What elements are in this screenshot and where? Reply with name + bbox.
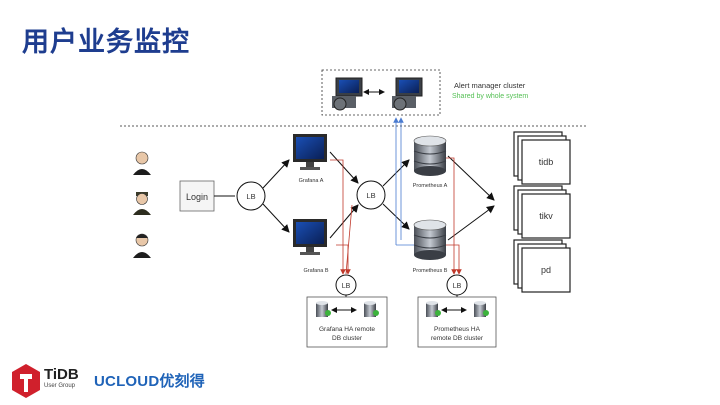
lb-label: LB <box>366 191 375 200</box>
db-server-icon <box>474 301 489 317</box>
prometheus-b-label: Prometheus B <box>413 268 448 274</box>
arrow <box>262 203 290 233</box>
tikv-node-stack <box>513 185 571 239</box>
user-icon <box>133 192 151 215</box>
alert-manager-server-icon <box>392 77 423 111</box>
storage-arrow <box>336 244 351 275</box>
tidb-node-stack <box>513 131 571 185</box>
alert-manager-title: Alert manager cluster <box>454 81 526 90</box>
db-server-icon <box>426 301 441 317</box>
grafana-db-label-line1: Grafana HA remote <box>319 326 375 333</box>
prometheus-remote-db-cluster <box>417 296 497 348</box>
tidb-user-group-logo: TiDB User Group <box>44 366 79 390</box>
alert-manager-server-icon <box>332 77 363 111</box>
alert-manager-cluster <box>321 69 441 116</box>
storage-arrow <box>330 159 346 275</box>
prometheus-b-database-icon <box>413 219 447 260</box>
prometheus-a-label: Prometheus A <box>413 183 448 189</box>
pd-label: pd <box>541 265 551 275</box>
pd-node-stack <box>513 239 571 293</box>
tikv-label: tikv <box>539 211 553 221</box>
user-icon <box>133 151 151 175</box>
lb-label: LB <box>246 192 255 201</box>
arrow <box>447 205 495 241</box>
storage-arrow <box>446 157 457 275</box>
arrow <box>329 204 359 239</box>
tidb-label: tidb <box>539 157 554 167</box>
alert-manager-subtitle: Shared by whole system <box>452 93 528 100</box>
storage-arrow <box>446 244 462 275</box>
lb-label: LB <box>453 283 462 290</box>
user-icon <box>133 233 151 258</box>
page-title: 用户业务监控 <box>22 27 190 58</box>
tidb-brand-text: TiDB <box>44 366 79 383</box>
grafana-a-label: Grafana A <box>299 178 324 184</box>
arrow <box>329 151 359 184</box>
tidb-user-group-text: User Group <box>44 383 76 389</box>
grafana-b-label: Grafana B <box>303 268 328 274</box>
login-box <box>179 180 215 212</box>
load-balancer-node <box>236 181 266 211</box>
storage-arrow <box>345 204 353 275</box>
grafana-remote-db-cluster <box>306 296 388 348</box>
arrow <box>447 155 495 201</box>
prometheus-db-label-line2: remote DB cluster <box>431 335 484 342</box>
grafana-b-monitor-icon <box>293 219 327 255</box>
db-server-icon <box>364 301 379 317</box>
ucloud-logo: UCLOUD优刻得 <box>94 373 205 390</box>
grafana-db-label-line2: DB cluster <box>332 335 363 342</box>
db-server-icon <box>316 301 331 317</box>
login-label: Login <box>186 192 208 202</box>
prometheus-db-label-line1: Prometheus HA <box>434 326 481 333</box>
tidb-logo-icon <box>12 364 40 398</box>
load-balancer-node <box>356 180 386 210</box>
prometheus-a-database-icon <box>413 135 447 176</box>
arrow <box>262 159 290 189</box>
grafana-a-monitor-icon <box>293 134 327 170</box>
lb-label: LB <box>342 283 351 290</box>
